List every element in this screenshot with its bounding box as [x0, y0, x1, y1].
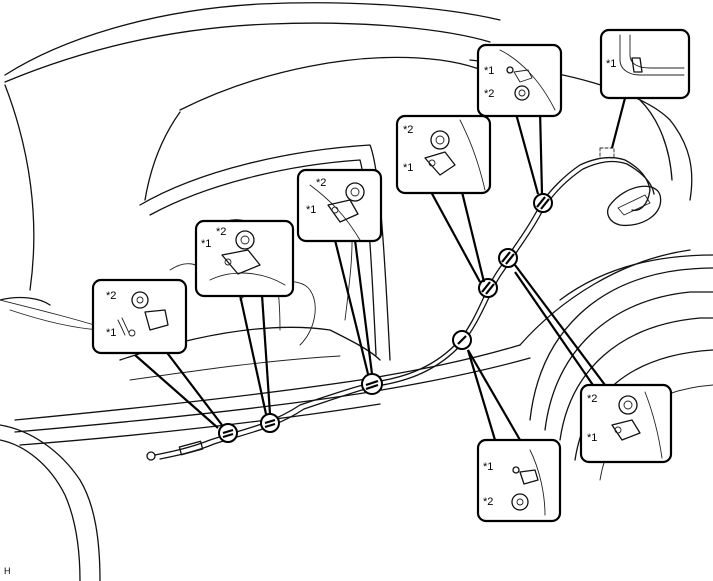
callout-label: *1: [484, 65, 494, 77]
callout-label: *2: [484, 88, 494, 100]
callout-label: *1: [587, 432, 597, 444]
callout-leaders: [134, 97, 627, 441]
callout-label: *1: [403, 162, 413, 174]
clamp-front-sill-1: [218, 423, 238, 443]
clamp-rear-floor: [452, 330, 472, 350]
callout-label: *2: [216, 226, 226, 238]
callout-label: *2: [403, 124, 413, 136]
figure-code: H: [4, 566, 11, 576]
callout-fuel-inlet: *1: [599, 28, 691, 100]
clamp-rear-door-top: [533, 193, 553, 213]
callout-rear-door-top: *1 *2: [476, 43, 563, 118]
callout-label: *1: [106, 327, 116, 339]
clamp-wheel-well: [498, 248, 518, 268]
clamp-front-sill-2: [260, 413, 280, 433]
callout-center-pillar: *2 *1: [296, 168, 383, 243]
clamp-center-pillar: [361, 373, 383, 395]
callout-label: *1: [201, 238, 211, 250]
callout-wheel-well: *2 *1: [579, 383, 673, 464]
callout-label: *1: [483, 461, 493, 473]
callout-rear-pillar: *2 *1: [395, 114, 492, 195]
callout-front-seat: *2 *1: [194, 219, 295, 298]
clamp-rear-pillar: [478, 278, 498, 298]
wire-harness: [146, 147, 655, 461]
callout-label: *1: [306, 204, 316, 216]
callout-label: *1: [606, 58, 616, 70]
callout-label: *2: [316, 177, 326, 189]
callout-label: *2: [587, 393, 597, 405]
callout-rear-floor: *1 *2: [476, 438, 562, 523]
callout-label: *2: [483, 496, 493, 508]
callout-label: *2: [106, 290, 116, 302]
callout-front-sill: *2 *1: [91, 278, 188, 355]
